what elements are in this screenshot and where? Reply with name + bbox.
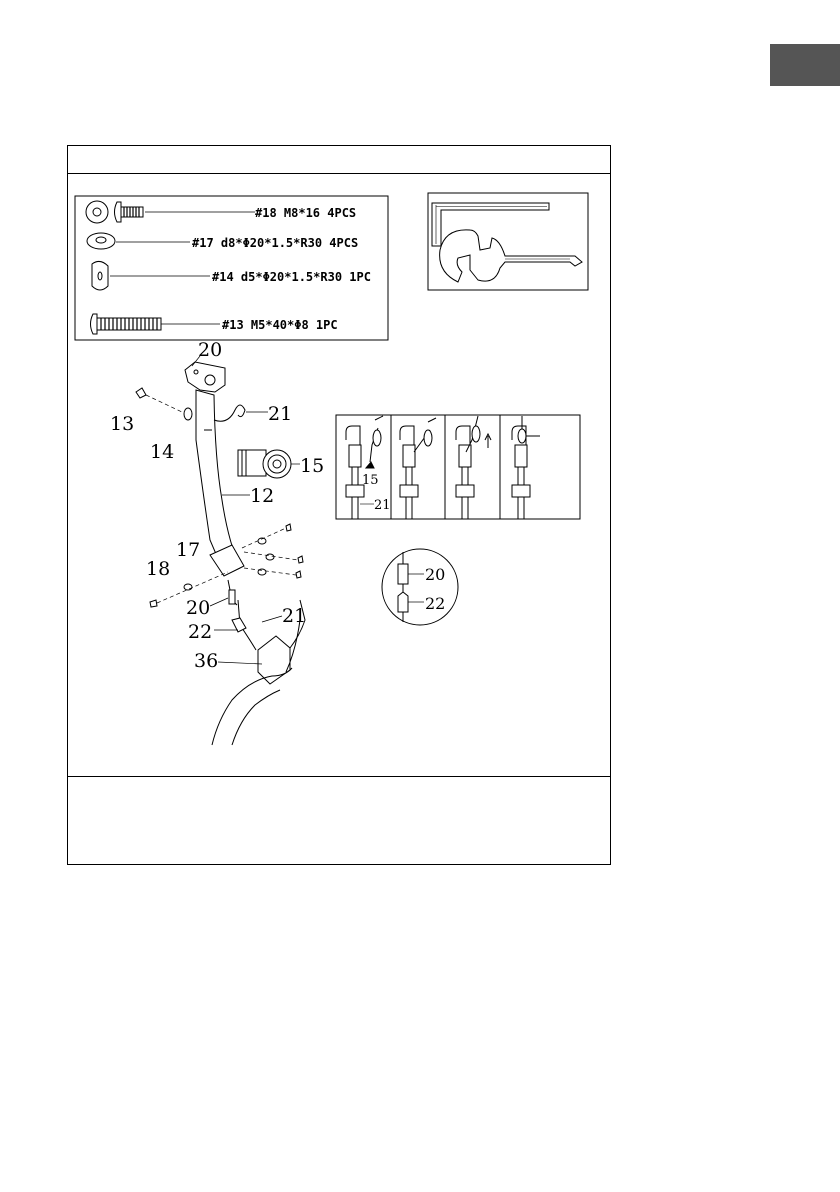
callout-20-bottom: 20	[186, 597, 210, 619]
callout-12: 12	[250, 485, 274, 507]
callout-18: 18	[146, 558, 170, 580]
bolt-m8-icon	[86, 201, 255, 223]
side-bolts-icon	[242, 524, 303, 578]
callout-21-bottom: 21	[282, 605, 306, 627]
callout-14: 14	[150, 441, 174, 463]
callout-13: 13	[110, 413, 134, 435]
multi-wrench-icon	[440, 230, 582, 282]
washer-17-icon	[87, 233, 190, 249]
hardware-item-13: #13 M5*40*Φ8 1PC	[222, 318, 338, 332]
callout-20-top: 20	[198, 339, 222, 361]
callout-22: 22	[188, 621, 212, 643]
cable-connection-steps	[336, 415, 580, 519]
washer-14-icon	[92, 261, 210, 290]
bolt-m5-icon	[91, 314, 221, 334]
connector-detail-circle	[382, 549, 458, 625]
step-label-15: 15	[362, 473, 379, 488]
hardware-item-14: #14 d5*Φ20*1.5*R30 1PC	[212, 270, 371, 284]
callout-15: 15	[300, 455, 324, 477]
tools-box	[428, 193, 588, 290]
hardware-item-18: #18 M8*16 4PCS	[255, 206, 356, 220]
step-label-21: 21	[374, 498, 391, 513]
callout-36: 36	[194, 650, 218, 672]
detail-callout-20: 20	[425, 565, 445, 584]
hardware-box: #18 M8*16 4PCS #17 d8*Φ20*1.5*R30 4PCS #…	[75, 196, 388, 340]
hardware-item-17: #17 d8*Φ20*1.5*R30 4PCS	[192, 236, 358, 250]
callout-21-top: 21	[268, 403, 292, 425]
callout-17: 17	[176, 539, 200, 561]
detail-callout-22: 22	[425, 594, 445, 613]
tension-knob-icon	[238, 450, 300, 478]
